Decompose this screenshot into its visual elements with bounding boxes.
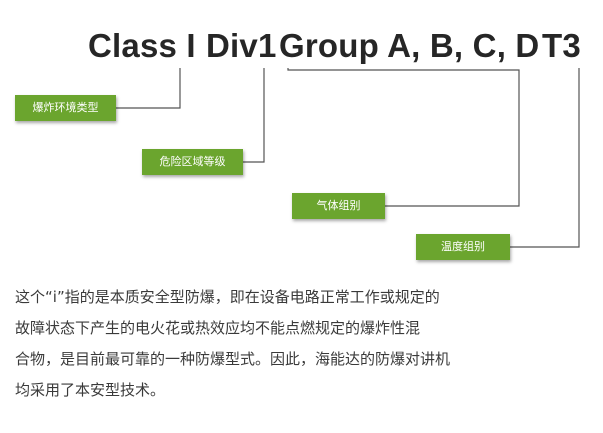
description-line: 合物，是目前最可靠的一种防爆型式。因此，海能达的防爆对讲机	[15, 350, 451, 368]
connector-temperature	[510, 68, 580, 248]
description-line: 这个“i”指的是本质安全型防爆，即在设备电路正常工作或规定的	[15, 288, 440, 306]
description-line: 故障状态下产生的电火花或热效应均不能点燃规定的爆炸性混	[15, 319, 421, 337]
title-temperature-class: T3	[542, 27, 581, 64]
tag-temperature-group: 温度组别	[416, 234, 510, 260]
connector-group	[287, 68, 520, 207]
description-line: 均采用了本安型技术。	[15, 381, 166, 399]
title-class: Class I	[88, 27, 196, 64]
title-group: Group A, B, C, D	[279, 27, 540, 64]
tag-explosion-environment-type: 爆炸环境类型	[15, 95, 116, 121]
connector-class	[116, 68, 181, 109]
connector-division	[243, 68, 265, 163]
tag-hazard-zone-level: 危险区域等级	[142, 149, 243, 175]
description-paragraph: 这个“i”指的是本质安全型防爆，即在设备电路正常工作或规定的 故障状态下产生的电…	[15, 282, 595, 406]
title-division: Div1	[206, 27, 277, 64]
tag-gas-group: 气体组别	[292, 193, 385, 219]
